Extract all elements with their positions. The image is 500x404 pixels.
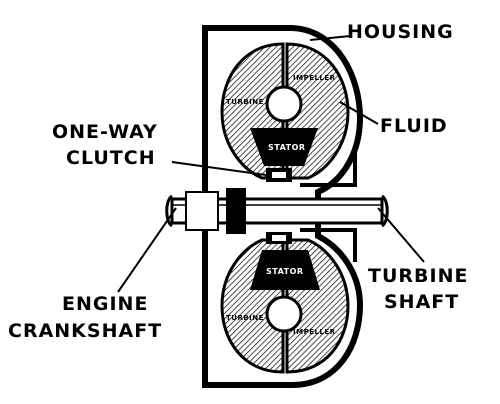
- housing-shell: [202, 25, 364, 388]
- clutch-label: CLUTCH: [66, 147, 156, 169]
- lower-torus: STATOR TURBINE IMPELLER: [220, 238, 350, 374]
- turbine-label: TURBINE: [368, 265, 468, 287]
- lower-stator: [250, 250, 320, 290]
- stator-bracket-upper: [300, 148, 357, 187]
- shaft-hub: [226, 188, 246, 234]
- lower-stator-label: STATOR: [266, 267, 304, 276]
- housing-leader: [309, 35, 351, 41]
- engine-crankshaft-leader: [117, 207, 177, 293]
- upper-impeller-label: IMPELLER: [293, 74, 336, 82]
- turbine-shaft-leader: [377, 207, 425, 263]
- upper-core-ring: [265, 85, 303, 123]
- one-way-label: ONE-WAY: [52, 121, 158, 143]
- lower-turbine-label: TURBINE: [226, 314, 264, 322]
- upper-turbine-label: TURBINE: [226, 98, 264, 106]
- engine-label: ENGINE: [62, 293, 148, 315]
- one-way-clutch-leader: [171, 161, 267, 176]
- stator-bracket-lower: [300, 228, 357, 262]
- lower-impeller-label: IMPELLER: [293, 328, 336, 336]
- lower-core-ring: [265, 295, 303, 333]
- housing-label: HOUSING: [347, 21, 454, 43]
- main-shaft: [165, 188, 389, 234]
- shaft-label: SHAFT: [384, 291, 459, 313]
- upper-torus: TURBINE IMPELLER STATOR: [220, 42, 350, 180]
- crankshaft-label: CRANKSHAFT: [8, 320, 162, 342]
- fluid-label: FLUID: [380, 115, 448, 137]
- fluid-leader: [339, 101, 379, 125]
- upper-stator-label: STATOR: [268, 143, 306, 152]
